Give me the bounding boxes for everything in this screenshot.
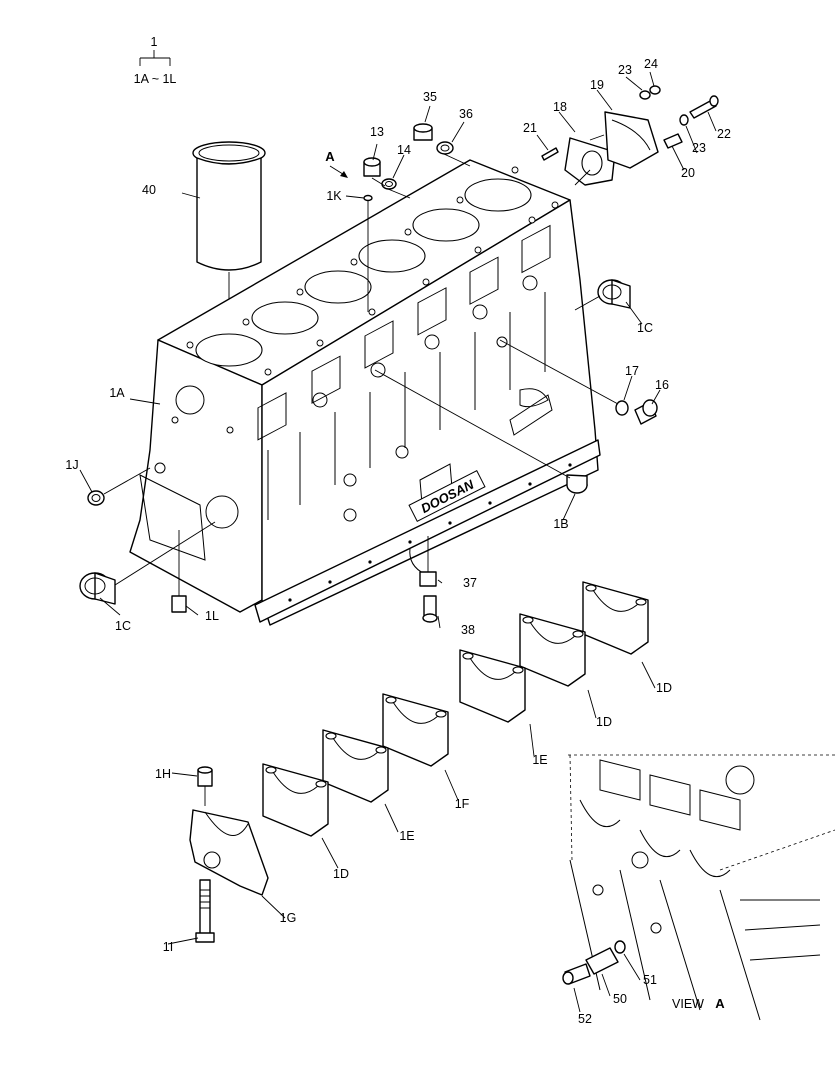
view-arrow: A (325, 149, 348, 178)
callout-1I: 1I (163, 940, 173, 954)
callout-24: 24 (644, 57, 658, 71)
callout-1E-left: 1E (399, 829, 414, 843)
callout-13: 13 (370, 125, 384, 139)
callout-1E-right: 1E (532, 753, 547, 767)
callout-16: 16 (655, 378, 669, 392)
callout-20: 20 (681, 166, 695, 180)
callout-1A: 1A (109, 386, 125, 400)
callout-1L: 1L (205, 609, 219, 623)
rear-main-cap (189, 766, 269, 943)
callouts: 13 35 36 14 18 19 21 23 24 22 23 20 40 1… (65, 57, 731, 1026)
top-small-parts (363, 123, 471, 312)
callout-1D-right-2: 1D (596, 715, 612, 729)
callout-23b: 23 (692, 141, 706, 155)
group-number: 1 (151, 35, 158, 49)
group-range: 1A ~ 1L (134, 72, 177, 86)
callout-22: 22 (717, 127, 731, 141)
callout-1D-right-1: 1D (656, 681, 672, 695)
callout-52: 52 (578, 1012, 592, 1026)
view-caption-text: VIEW (672, 997, 704, 1011)
cylinder-block: DOOSAN (129, 159, 601, 626)
rear-cover-parts (541, 85, 719, 186)
callout-1H: 1H (155, 767, 171, 781)
callout-35: 35 (423, 90, 437, 104)
callout-19: 19 (590, 78, 604, 92)
callout-23a: 23 (618, 63, 632, 77)
callout-50: 50 (613, 992, 627, 1006)
callout-1F: 1F (455, 797, 470, 811)
callout-40: 40 (142, 183, 156, 197)
callout-14: 14 (397, 143, 411, 157)
callout-1C-left: 1C (115, 619, 131, 633)
callout-51: 51 (643, 973, 657, 987)
callout-18: 18 (553, 100, 567, 114)
view-a-inset (562, 754, 835, 1021)
callout-1J: 1J (65, 458, 78, 472)
callout-21: 21 (523, 121, 537, 135)
cylinder-liner (192, 141, 266, 360)
bushings-and-plugs (79, 279, 658, 623)
callout-1G: 1G (280, 911, 297, 925)
view-caption-letter: A (715, 996, 725, 1011)
callout-38: 38 (461, 623, 475, 637)
callout-1D-left: 1D (333, 867, 349, 881)
callout-36: 36 (459, 107, 473, 121)
main-bearing-caps (262, 581, 649, 837)
view-arrow-label: A (325, 149, 335, 164)
callout-1K: 1K (326, 189, 342, 203)
callout-1B: 1B (553, 517, 568, 531)
callout-37: 37 (463, 576, 477, 590)
callout-17: 17 (625, 364, 639, 378)
group-header: 1 1A ~ 1L (134, 35, 177, 86)
callout-1C-top: 1C (637, 321, 653, 335)
